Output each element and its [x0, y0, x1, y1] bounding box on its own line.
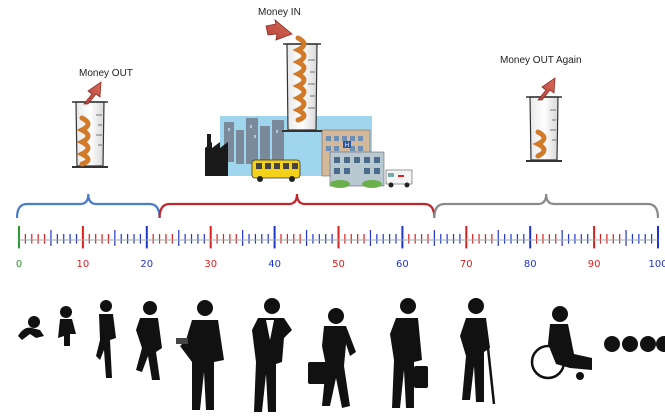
- businessman-phone-silhouette-icon: [252, 298, 292, 412]
- older-man-bag-silhouette-icon: [390, 298, 428, 408]
- tick-label: 10: [77, 259, 90, 270]
- svg-text:H: H: [345, 143, 349, 149]
- out-again-arrow-icon: [537, 77, 556, 101]
- wheelchair-silhouette-icon: [530, 306, 592, 380]
- phase-braces: [15, 193, 660, 219]
- money-out-label: Money OUT: [79, 68, 133, 79]
- money-in-label: Money IN: [258, 7, 301, 18]
- money-out-again-label: Money OUT Again: [500, 55, 582, 66]
- tick-label: 60: [396, 259, 409, 270]
- tick-label: 20: [140, 259, 153, 270]
- age-timeline: 0 10 20 30 40 50 60 70 80 90 100: [16, 226, 665, 270]
- right-beaker-icon: [526, 96, 562, 162]
- tick-label: 70: [460, 259, 473, 270]
- brace-childhood: [15, 193, 161, 219]
- elderly-cane-silhouette-icon: [460, 298, 496, 405]
- child-silhouette-icon: [96, 300, 116, 378]
- center-beaker-icon: [282, 35, 322, 132]
- in-arrow-icon: [265, 18, 293, 41]
- tick-label: 50: [332, 259, 345, 270]
- toddler-silhouette-icon: [58, 306, 76, 346]
- left-beaker-icon: [72, 101, 108, 168]
- worker-briefcase-silhouette-icon: [308, 308, 356, 408]
- tick-label: 30: [204, 259, 217, 270]
- tick-label: 100: [648, 259, 665, 270]
- brace-working: [158, 193, 436, 219]
- baby-silhouette-icon: [18, 316, 44, 340]
- out-arrow-icon: [83, 81, 102, 105]
- tick-label: 0: [16, 259, 22, 270]
- brace-retirement: [433, 193, 660, 219]
- school-bus-icon: [251, 159, 301, 182]
- tick-label: 80: [524, 259, 537, 270]
- city-skyline-icon: H: [205, 116, 413, 188]
- businessman-silhouette-icon: [176, 300, 224, 410]
- ellipsis-dots-icon: [604, 336, 665, 352]
- tick-label: 40: [268, 259, 281, 270]
- tick-label: 90: [588, 259, 601, 270]
- teen-silhouette-icon: [136, 301, 162, 380]
